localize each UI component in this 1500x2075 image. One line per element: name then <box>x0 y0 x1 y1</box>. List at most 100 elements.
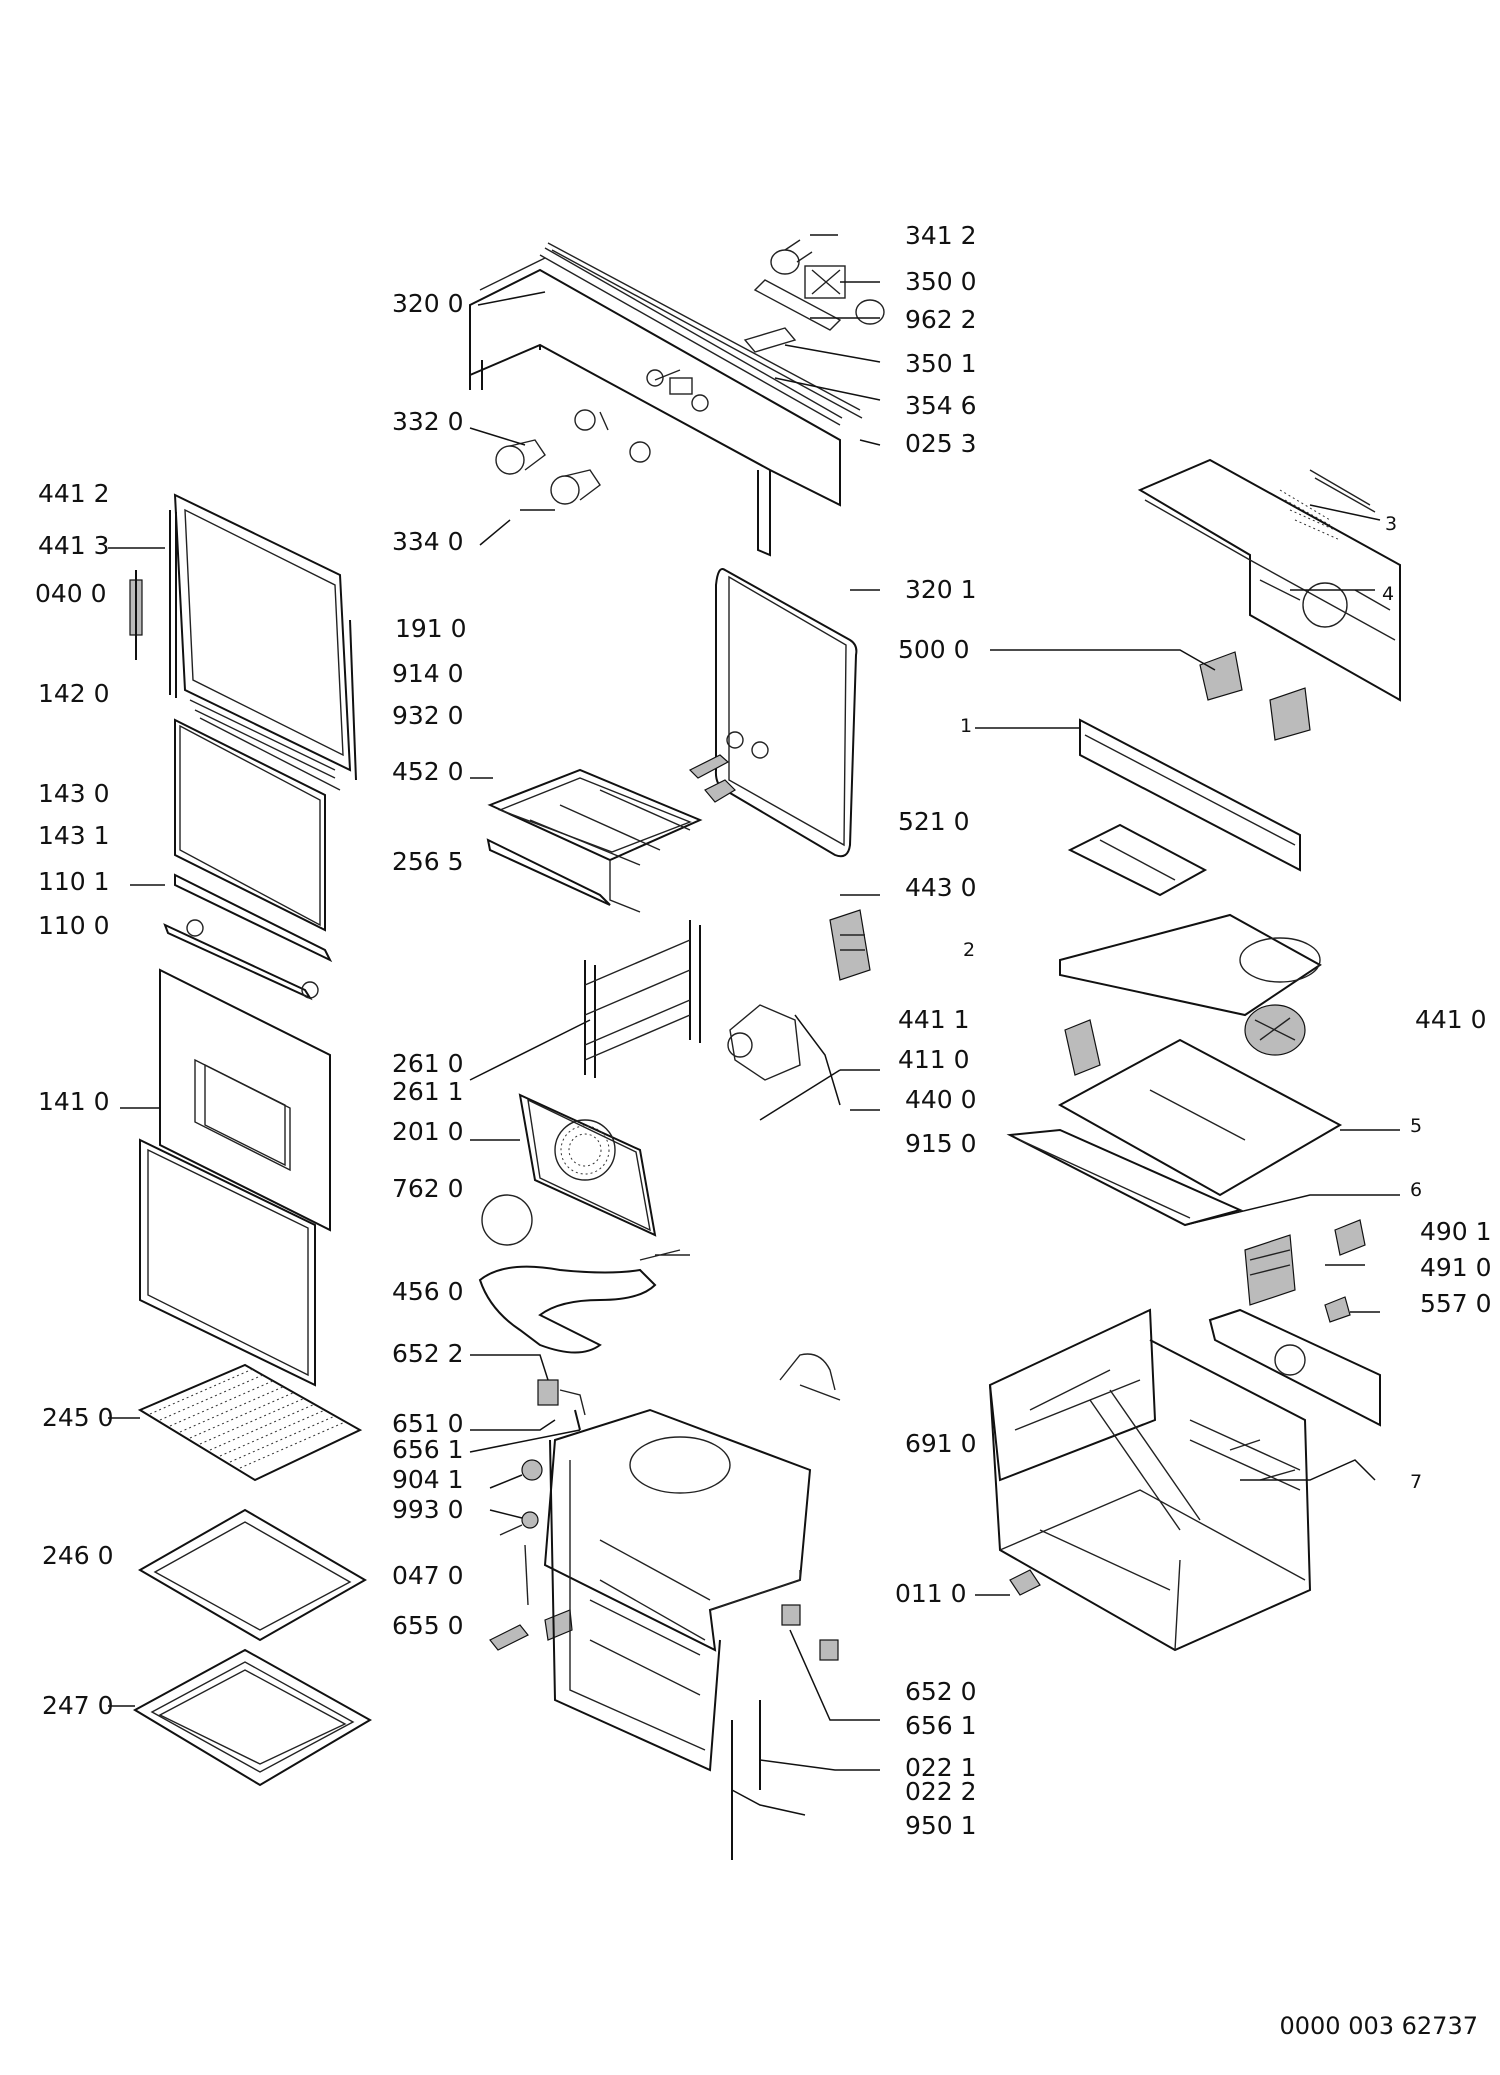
label-141-0: 141 0 <box>38 1087 110 1116</box>
label-651-0: 651 0 <box>392 1409 464 1438</box>
label-521-0: 521 0 <box>898 807 970 836</box>
document-number: 0000 003 62737 <box>1279 2012 1479 2040</box>
label-350-0: 350 0 <box>905 267 977 296</box>
grill-bracket-part <box>486 838 611 906</box>
screw-part <box>499 1511 539 1536</box>
shelf-support-part <box>584 920 701 1078</box>
label-7: 7 <box>1410 1471 1423 1493</box>
label-762-0: 762 0 <box>392 1174 464 1203</box>
label-110-1: 110 1 <box>38 867 110 896</box>
label-247-0: 247 0 <box>42 1691 114 1720</box>
label-452-0: 452 0 <box>392 757 464 786</box>
circular-element-part <box>478 1265 657 1354</box>
element-holder-part <box>688 731 769 803</box>
foot-part <box>1009 1569 1041 1596</box>
door-seal-part <box>714 568 858 858</box>
clamp-part <box>1324 1296 1351 1323</box>
label-320-1: 320 1 <box>905 575 977 604</box>
label-191-0: 191 0 <box>395 614 467 643</box>
label-256-5: 256 5 <box>392 847 464 876</box>
label-025-3: 025 3 <box>905 429 977 458</box>
glass-support-part <box>174 873 333 963</box>
lamp-cover-part <box>521 1459 543 1481</box>
label-557-0: 557 0 <box>1420 1289 1492 1318</box>
label-6: 6 <box>1410 1179 1423 1201</box>
label-993-0: 993 0 <box>392 1495 464 1524</box>
label-201-0: 201 0 <box>392 1117 464 1146</box>
hinge-bracket-part <box>1067 823 1208 897</box>
label-047-0: 047 0 <box>392 1561 464 1590</box>
label-143-0: 143 0 <box>38 779 110 808</box>
oven-cavity-part <box>543 1353 841 1772</box>
switch-module-part <box>743 239 885 353</box>
label-011-0: 011 0 <box>895 1579 967 1608</box>
label-491-0: 491 0 <box>1420 1253 1492 1282</box>
label-456-0: 456 0 <box>392 1277 464 1306</box>
label-022-2: 022 2 <box>905 1777 977 1806</box>
cooling-fan-part <box>1244 1004 1306 1056</box>
label-441-3: 441 3 <box>38 531 110 560</box>
fan-gasket-part <box>481 1194 533 1246</box>
label-656-1-upper: 656 1 <box>392 1435 464 1464</box>
label-441-1: 441 1 <box>898 1005 970 1034</box>
fan-mount-part <box>1064 1019 1101 1076</box>
label-652-0: 652 0 <box>905 1677 977 1706</box>
fan-motor-part <box>829 909 871 981</box>
label-143-1: 143 1 <box>38 821 110 850</box>
door-switch-part <box>489 1609 573 1651</box>
relay-module-part <box>1199 651 1311 741</box>
pin-part <box>524 1544 529 1606</box>
top-panel-part <box>1057 1038 1343 1197</box>
label-3: 3 <box>1385 513 1398 535</box>
label-350-1: 350 1 <box>905 349 977 378</box>
door-frame-part <box>169 493 357 791</box>
rear-panel-part <box>1208 1308 1381 1427</box>
fan-cover-part <box>518 1093 657 1237</box>
top-plate-part <box>1006 1128 1243 1227</box>
label-245-0: 245 0 <box>42 1403 114 1432</box>
label-022-1: 022 1 <box>905 1753 977 1782</box>
label-932-0: 932 0 <box>392 701 464 730</box>
leader-lines <box>108 234 1400 1816</box>
label-652-2: 652 2 <box>392 1339 464 1368</box>
lamp-socket-part <box>781 1604 839 1661</box>
label-411-0: 411 0 <box>898 1045 970 1074</box>
inner-glass-part <box>174 718 326 932</box>
lamp-holder-part <box>537 1379 586 1431</box>
door-hinge-part <box>129 570 143 660</box>
drip-pan-part <box>132 1648 373 1787</box>
trim-strip-part <box>547 242 863 419</box>
label-904-1: 904 1 <box>392 1465 464 1494</box>
label-440-0: 440 0 <box>905 1085 977 1114</box>
label-341-2: 341 2 <box>905 221 977 250</box>
label-962-2: 962 2 <box>905 305 977 334</box>
label-691-0: 691 0 <box>905 1429 977 1458</box>
label-040-0: 040 0 <box>35 579 107 608</box>
board-cover-part <box>1309 469 1376 513</box>
label-332-0: 332 0 <box>392 407 464 436</box>
outer-casing-part <box>988 1308 1312 1652</box>
label-261-1: 261 1 <box>392 1077 464 1106</box>
control-panel-part <box>469 247 843 557</box>
terminal-block-part <box>1244 1219 1366 1306</box>
label-354-6: 354 6 <box>905 391 977 420</box>
knob-part <box>495 409 651 505</box>
label-655-0: 655 0 <box>392 1611 464 1640</box>
control-board-part <box>1137 458 1401 702</box>
label-443-0: 443 0 <box>905 873 977 902</box>
label-950-1: 950 1 <box>905 1811 977 1840</box>
label-2: 2 <box>963 939 976 961</box>
label-261-0: 261 0 <box>392 1049 464 1078</box>
label-246-0: 246 0 <box>42 1541 114 1570</box>
label-915-0: 915 0 <box>905 1129 977 1158</box>
door-handle-part <box>163 919 319 1001</box>
fan-housing-part <box>1059 913 1322 1017</box>
label-914-0: 914 0 <box>392 659 464 688</box>
cooling-duct-part <box>1079 718 1301 872</box>
label-656-1-lower: 656 1 <box>905 1711 977 1740</box>
label-142-0: 142 0 <box>38 679 110 708</box>
outer-glass-part <box>139 1138 316 1387</box>
outer-door-part <box>159 968 331 1232</box>
wire-rack-part <box>137 1363 363 1482</box>
